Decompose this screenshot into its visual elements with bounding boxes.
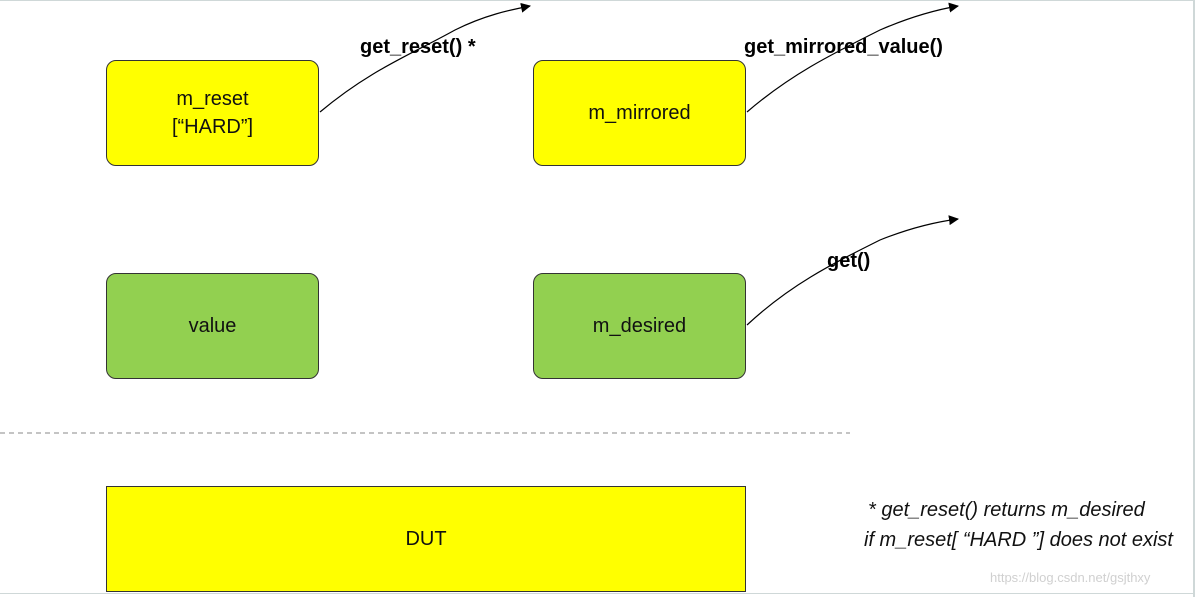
frame-top-border — [0, 0, 1195, 1]
frame-bottom-border — [0, 593, 1195, 594]
value-box: value — [106, 273, 319, 379]
get-mirrored-value-label: get_mirrored_value() — [744, 36, 943, 58]
get-reset-label: get_reset() * — [360, 36, 476, 58]
get-label: get() — [827, 250, 871, 272]
m-reset-box: m_reset [“HARD”] — [106, 60, 319, 166]
m-mirrored-box: m_mirrored — [533, 60, 746, 166]
frame-right-border — [1193, 0, 1195, 597]
dut-box: DUT — [106, 486, 746, 592]
note-line-1: * get_reset() returns m_desired — [868, 499, 1145, 521]
m-desired-box: m_desired — [533, 273, 746, 379]
get-reset-arrow — [319, 2, 531, 113]
watermark-text: https://blog.csdn.net/gsjthxy — [990, 570, 1151, 585]
get-mirrored-value-arrow — [746, 2, 959, 113]
note-line-2: if m_reset[ “HARD ”] does not exist — [864, 529, 1173, 551]
get-arrow — [746, 215, 959, 326]
